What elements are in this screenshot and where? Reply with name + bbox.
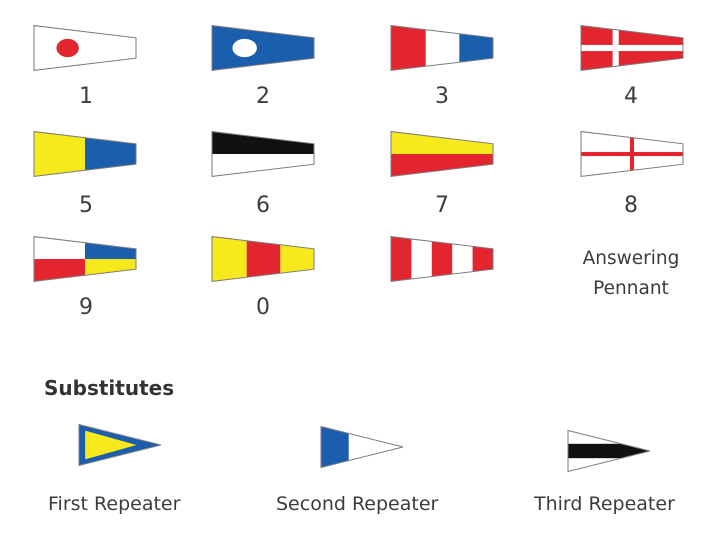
pennant-flag-2 (211, 24, 315, 72)
pennant-flag-5 (33, 130, 137, 178)
substitutes-heading: Substitutes (44, 376, 175, 400)
third-repeater-label: Third Repeater (534, 493, 675, 515)
flag-label: 3 (435, 84, 449, 109)
pennant-flag-6 (211, 130, 315, 178)
second-repeater-flag (320, 425, 404, 469)
pennant-flag-4 (580, 24, 684, 72)
flag-label: 4 (624, 84, 638, 109)
flag-label: 7 (435, 193, 449, 218)
pennant-flag-0 (211, 235, 315, 283)
answering-pennant-label: Answering Pennant (561, 244, 701, 304)
pennant-flag-3 (390, 24, 494, 72)
second-repeater-label: Second Repeater (276, 493, 439, 515)
third-repeater-flag (567, 429, 651, 473)
answering-pennant-line2: Pennant (593, 278, 669, 299)
first-repeater-label: First Repeater (48, 493, 181, 515)
pennant-flag-9 (33, 235, 137, 283)
pennant-flag-8 (580, 130, 684, 178)
answering-pennant-flag (390, 235, 494, 283)
flag-label: 2 (256, 84, 270, 109)
answering-pennant-line1: Answering (582, 248, 680, 269)
flag-label: 8 (624, 193, 638, 218)
flag-label: 9 (79, 295, 93, 320)
pennant-flag-1 (33, 24, 137, 72)
flag-label: 0 (256, 295, 270, 320)
flag-label: 1 (79, 84, 93, 109)
pennant-flag-7 (390, 130, 494, 178)
flag-label: 6 (256, 193, 270, 218)
first-repeater-flag (78, 423, 162, 467)
flag-label: 5 (79, 193, 93, 218)
